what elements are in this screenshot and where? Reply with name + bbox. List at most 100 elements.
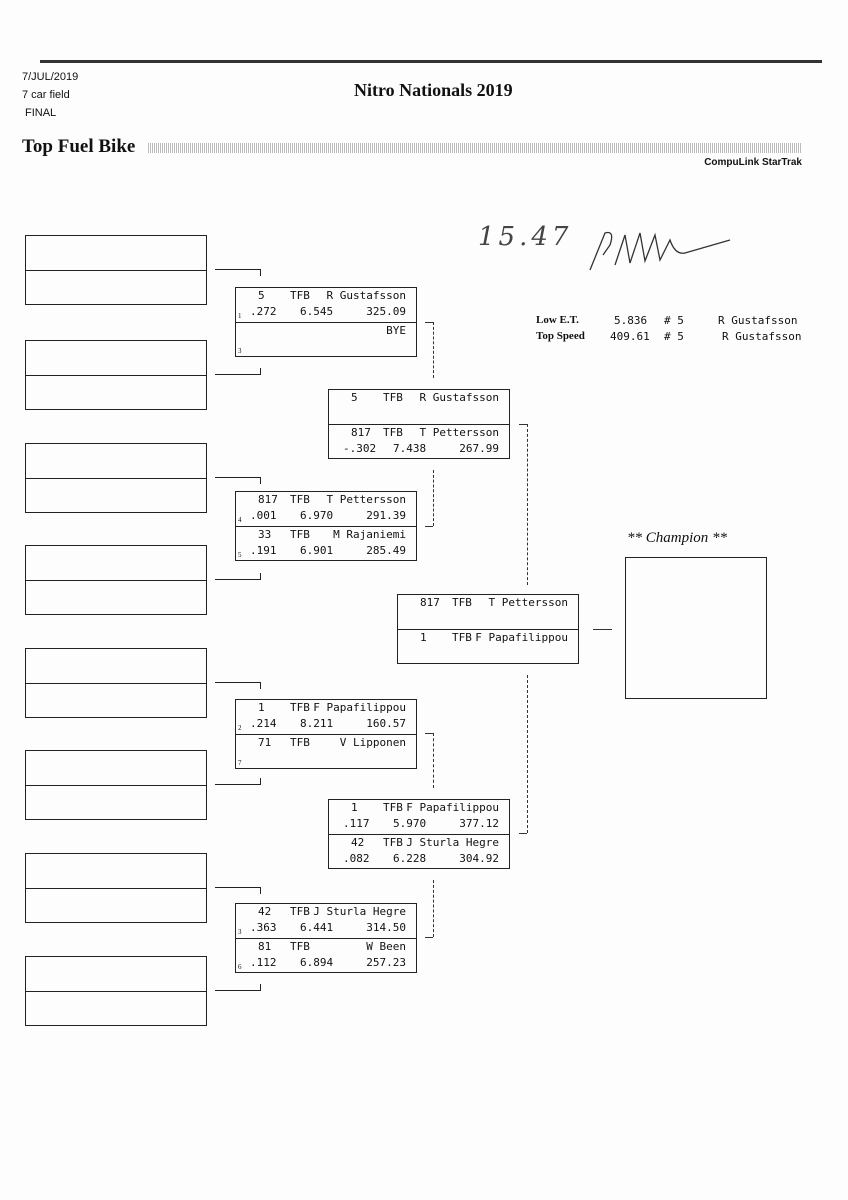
run-et: 8.211 — [300, 717, 334, 730]
racer-cls: TFB — [452, 596, 472, 609]
event-title: Nitro Nationals 2019 — [354, 80, 513, 100]
connector-tick — [425, 937, 433, 938]
bracket-dashed-connector — [433, 322, 434, 378]
bracket-connector — [215, 573, 261, 580]
run-rt: .117 — [343, 817, 370, 830]
run-rt: .191 — [250, 544, 277, 557]
empty-entry-box — [25, 545, 207, 615]
empty-entry-box — [25, 853, 207, 923]
run-mph: 325.09 — [366, 305, 406, 318]
lane-number: 3 — [238, 928, 242, 936]
entry-slot-top — [26, 854, 206, 889]
empty-entry-box — [25, 750, 207, 820]
connector-tick — [425, 322, 433, 323]
racer-name: T Pettersson — [419, 426, 499, 439]
handwritten-note: 15.47 — [478, 222, 573, 252]
low-et-value: 5.836 — [614, 314, 648, 327]
racer-cls: TFB — [290, 493, 310, 506]
racer-cls: TFB — [290, 289, 310, 302]
shaded-bar — [148, 143, 802, 153]
racer-name: F Papafilippou — [406, 801, 499, 814]
run-line — [398, 647, 578, 663]
run-mph: 314.50 — [366, 921, 406, 934]
racer-name: R Gustafsson — [326, 289, 406, 302]
racer-name: F Papafilippou — [313, 701, 406, 714]
racer-name: V Lipponen — [339, 736, 406, 749]
racer-name: J Sturla Hegre — [406, 836, 499, 849]
racer-name: J Sturla Hegre — [313, 905, 406, 918]
run-et: 5.970 — [393, 817, 427, 830]
run-et: 6.545 — [300, 305, 334, 318]
entry-slot-top — [26, 444, 206, 479]
connector-tick — [425, 526, 433, 527]
bracket-connector — [215, 887, 261, 894]
connector-tick — [425, 733, 433, 734]
lane-number: 5 — [238, 551, 242, 559]
top-speed-label: Top Speed — [536, 330, 585, 342]
racer-cls: TFB — [383, 391, 403, 404]
bracket-connector — [215, 477, 261, 484]
bracket-dashed-connector — [527, 675, 528, 833]
racer-num: 5 — [258, 289, 265, 302]
lane-number: 3 — [238, 347, 242, 355]
bracket-connector — [215, 984, 261, 991]
run-et: 6.970 — [300, 509, 334, 522]
run-et: 6.894 — [300, 956, 334, 969]
racer-cls: TFB — [290, 905, 310, 918]
bracket-dashed-connector — [433, 470, 434, 526]
racer-name: T Pettersson — [488, 596, 568, 609]
entry-slot-top — [26, 751, 206, 786]
run-rt: -.302 — [343, 442, 377, 455]
run-et: 6.901 — [300, 544, 334, 557]
run-mph: 291.39 — [366, 509, 406, 522]
low-et-label: Low E.T. — [536, 314, 579, 326]
bracket-connector — [215, 368, 261, 375]
run-mph: 257.23 — [366, 956, 406, 969]
racer-num: 42 — [258, 905, 272, 918]
lane-number: 1 — [238, 312, 242, 320]
run-mph: 285.49 — [366, 544, 406, 557]
lane-number: 2 — [238, 724, 242, 732]
bracket-connector — [215, 778, 261, 785]
top-speed-value: 409.61 — [610, 330, 650, 343]
empty-entry-box — [25, 340, 207, 410]
top-speed-car: # 5 — [664, 330, 684, 343]
top-speed-driver: R Gustafsson — [722, 330, 802, 343]
top-rule — [40, 60, 822, 63]
class-title: Top Fuel Bike — [22, 136, 136, 157]
racer-cls: TFB — [383, 801, 403, 814]
racer-cls: TFB — [290, 940, 310, 953]
racer-name: BYE — [386, 324, 406, 337]
run-et: 6.441 — [300, 921, 334, 934]
run-line — [236, 340, 416, 356]
run-line: .191 6.901 285.49 — [236, 544, 416, 560]
racer-num: 5 — [351, 391, 358, 404]
connector-tick — [519, 833, 527, 834]
entry-slot-top — [26, 236, 206, 271]
racer-num: 817 — [258, 493, 278, 506]
run-et: 6.228 — [393, 852, 427, 865]
racer-name: T Pettersson — [326, 493, 406, 506]
racer-cls: TFB — [452, 631, 472, 644]
